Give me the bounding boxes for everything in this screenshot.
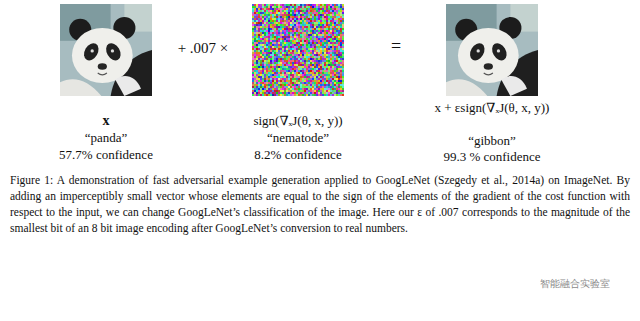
watermark: 智能融合实验室 [540,276,610,292]
class-label: “gibbon” [468,133,516,149]
figure-caption: Figure 1: A demonstration of fast advers… [10,172,630,236]
confidence-value: 8.2% confidence [254,147,341,163]
class-label: “panda” [85,130,128,146]
math-term: x + εsign(∇ₓJ(θ, x, y)) [428,100,556,116]
noise-image [252,4,344,96]
math-term: sign(∇ₓJ(θ, x, y)) [253,113,342,129]
operator: + .007 × [178,40,229,56]
panda-image [60,4,152,96]
confidence-value: 57.7% confidence [59,147,153,163]
confidence-value: 99.3 % confidence [443,149,540,165]
operator: = [391,38,401,54]
class-label: “nematode” [267,130,329,146]
adversarial-panda-image [446,4,538,96]
math-term: x [103,113,110,129]
